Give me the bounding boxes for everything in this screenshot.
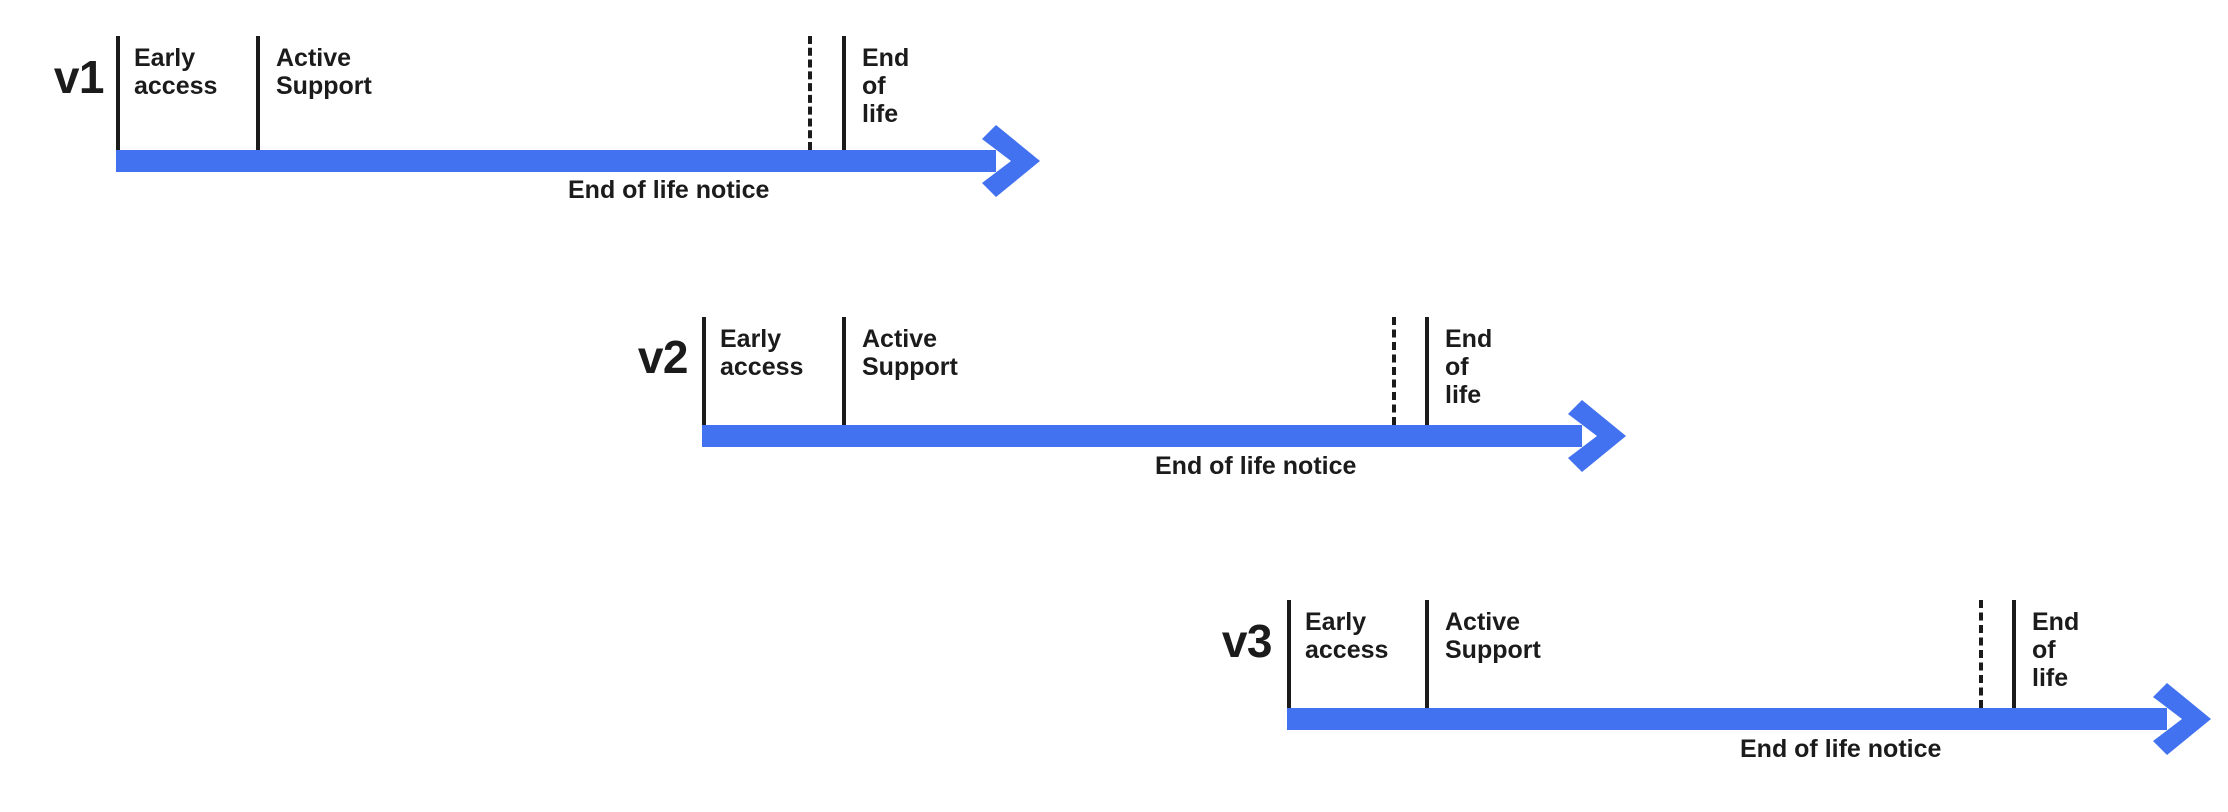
timeline-bar-v1 [116, 150, 996, 172]
phase-divider-early-access [1287, 600, 1291, 708]
end-of-life-notice-marker [1392, 317, 1396, 425]
version-label-v2: v2 [637, 331, 689, 383]
version-label-v3: v3 [1221, 615, 1273, 667]
end-of-life-notice-marker [808, 36, 812, 150]
arrow-right-icon [2153, 683, 2211, 755]
arrow-right-icon [1568, 400, 1626, 472]
phase-label-end-of-life: End of life [2032, 608, 2080, 692]
phase-label-active-support: Active Support [276, 44, 372, 100]
phase-label-early-access: Early access [720, 325, 804, 381]
timeline-bar-v2 [702, 425, 1582, 447]
phase-divider-end-of-life [842, 36, 846, 150]
end-of-life-notice-marker [1979, 600, 1983, 708]
phase-divider-end-of-life [1425, 317, 1429, 425]
phase-divider-early-access [702, 317, 706, 425]
phase-label-active-support: Active Support [1445, 608, 1541, 664]
phase-label-end-of-life: End of life [862, 44, 910, 128]
phase-label-active-support: Active Support [862, 325, 958, 381]
phase-divider-active-support [1425, 600, 1429, 708]
phase-divider-end-of-life [2012, 600, 2016, 708]
phase-divider-active-support [842, 317, 846, 425]
end-of-life-notice-label-v3: End of life notice [1740, 735, 1942, 763]
phase-label-early-access: Early access [1305, 608, 1389, 664]
end-of-life-notice-label-v2: End of life notice [1155, 452, 1357, 480]
phase-divider-early-access [116, 36, 120, 150]
arrow-right-icon [982, 125, 1040, 197]
phase-label-end-of-life: End of life [1445, 325, 1493, 409]
phase-divider-active-support [256, 36, 260, 150]
phase-label-early-access: Early access [134, 44, 218, 100]
version-label-v1: v1 [53, 51, 105, 103]
timeline-bar-v3 [1287, 708, 2167, 730]
end-of-life-notice-label-v1: End of life notice [568, 176, 770, 204]
